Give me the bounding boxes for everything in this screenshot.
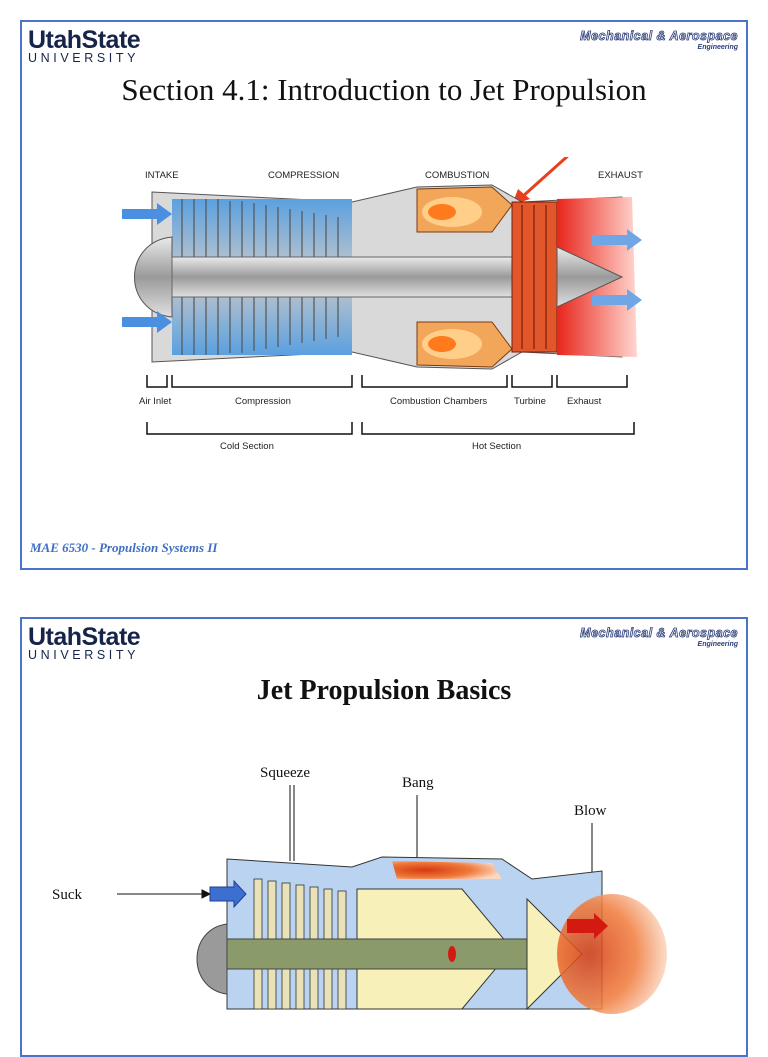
- intake-flow-arrows: [122, 203, 172, 333]
- logo-main-text: UtahState: [28, 623, 141, 651]
- label-combustion-top: COMBUSTION: [425, 170, 490, 181]
- label-exhaust: Exhaust: [567, 396, 602, 407]
- exhaust-plume: [557, 894, 667, 1014]
- department-sub: Engineering: [697, 43, 738, 51]
- section-brackets: [146, 375, 635, 435]
- label-exhaust-top: EXHAUST: [598, 170, 643, 181]
- slide-title: Section 4.1: Introduction to Jet Propuls…: [121, 72, 647, 107]
- label-air-inlet: Air Inlet: [139, 396, 172, 407]
- label-bang: Bang: [402, 775, 434, 791]
- exhaust-cone: [526, 897, 583, 1011]
- red-pointer-arrow: [512, 157, 569, 205]
- turbine-stages: [521, 205, 547, 349]
- department-name: Mechanical & Aerospace: [580, 29, 738, 43]
- logo-sub-text: UNIVERSITY: [28, 648, 140, 662]
- label-turbine: Turbine: [514, 396, 546, 407]
- label-compression: Compression: [235, 396, 291, 407]
- department-logo: Mechanical & Aerospace Engineering: [580, 30, 738, 51]
- label-squeeze: Squeeze: [260, 765, 310, 781]
- department-name: Mechanical & Aerospace: [580, 626, 738, 640]
- combustor-top: [392, 861, 502, 879]
- usu-logo: UtahState UNIVERSITY: [28, 623, 141, 662]
- label-intake: INTAKE: [145, 170, 179, 181]
- engine-shaft: [171, 256, 523, 298]
- engine-shaft: [226, 938, 528, 970]
- label-hot-section: Hot Section: [472, 441, 521, 452]
- label-suck: Suck: [52, 887, 83, 903]
- combustion-chambers: [416, 186, 513, 368]
- intake-flow-arrows: [209, 879, 247, 909]
- logo-main-text: UtahState: [28, 26, 141, 54]
- slide-2: UtahState UNIVERSITY Mechanical & Aerosp…: [20, 617, 748, 1057]
- exhaust-cone: [556, 246, 624, 308]
- label-blow: Blow: [574, 803, 607, 819]
- nose-cone: [134, 236, 173, 318]
- exhaust-flow-arrows: [567, 913, 608, 939]
- logo-sub-text: UNIVERSITY: [28, 51, 140, 65]
- jet-engine-diagram: INTAKE COMPRESSION COMBUSTION EXHAUST: [122, 157, 643, 452]
- exhaust-flow-arrows: [592, 229, 642, 311]
- course-footer: MAE 6530 - Propulsion Systems II: [30, 540, 218, 555]
- department-sub: Engineering: [697, 640, 738, 648]
- department-logo: Mechanical & Aerospace Engineering: [580, 627, 738, 648]
- red-marker: [448, 946, 456, 962]
- jet-basics-diagram: Suck Squeeze Bang Blow: [52, 765, 667, 1014]
- label-combustion-chambers: Combustion Chambers: [390, 396, 487, 407]
- slide-title: Jet Propulsion Basics: [256, 675, 512, 706]
- slide-1: UtahState UNIVERSITY Mechanical & Aerosp…: [20, 20, 748, 570]
- usu-logo: UtahState UNIVERSITY: [28, 26, 141, 65]
- nose-cone: [196, 923, 228, 995]
- label-compression-top: COMPRESSION: [268, 170, 339, 181]
- label-cold-section: Cold Section: [220, 441, 274, 452]
- pointer-lines: [117, 785, 593, 899]
